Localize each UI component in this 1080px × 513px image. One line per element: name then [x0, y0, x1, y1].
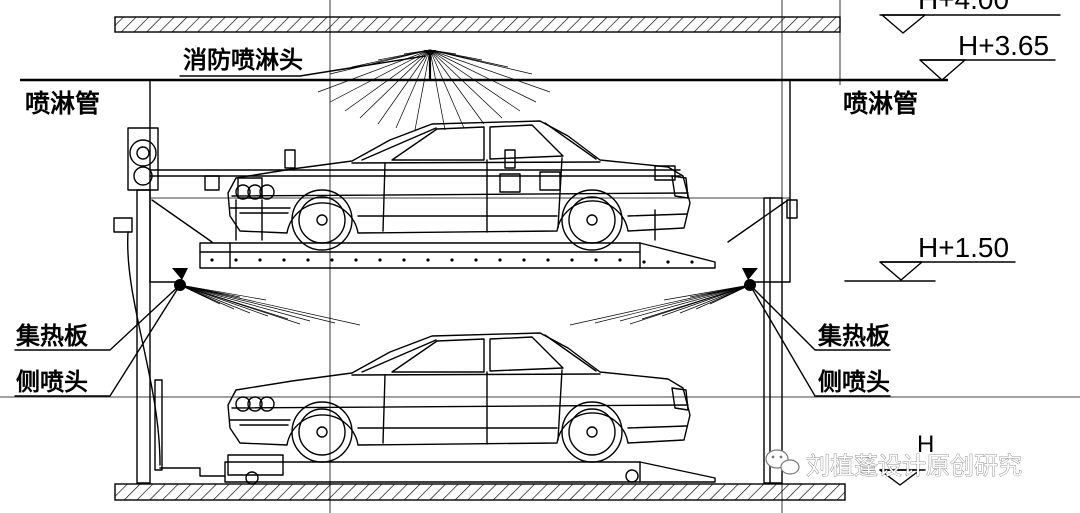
- platform-bolt: [282, 258, 286, 262]
- platform-bolt: [546, 258, 550, 262]
- heat-collector-label-right: 集热板: [817, 322, 891, 350]
- platform-bolt: [210, 258, 214, 262]
- platform-bolt: [234, 258, 238, 262]
- spray-line: [721, 284, 751, 299]
- platform-bolt: [330, 258, 334, 262]
- spray-line: [429, 49, 465, 129]
- platform-bolt: [618, 258, 622, 262]
- platform-bolt: [426, 258, 430, 262]
- heat-collector-label-left: 集热板: [15, 322, 89, 350]
- side-sprinkler-left-spray: [179, 284, 361, 326]
- spray-line: [395, 49, 431, 129]
- upper-lift-mechanism: [149, 149, 681, 241]
- spray-line: [663, 284, 751, 301]
- platform-bolt: [498, 258, 502, 262]
- lower-car: [227, 332, 691, 463]
- platform-bolt: [666, 260, 670, 264]
- spray-line: [344, 49, 431, 112]
- watermark-text: 刘植蓬设计原创研究: [806, 452, 1022, 480]
- spray-line: [329, 49, 431, 103]
- spray-line: [429, 49, 503, 119]
- spray-line: [179, 284, 223, 295]
- leader-lines: [14, 55, 891, 397]
- fire-sprinkler-head-label: 消防喷淋头: [183, 46, 303, 74]
- spray-line: [179, 284, 301, 325]
- ceiling-slab: [114, 16, 841, 33]
- watermark: 刘植蓬设计原创研究: [765, 449, 1022, 480]
- spray-line: [429, 49, 521, 112]
- right-post: [763, 197, 783, 484]
- spray-line: [403, 49, 431, 55]
- platform-bolt: [570, 258, 574, 262]
- elevation-ceiling-label: H+3.65: [958, 30, 1049, 61]
- platform-bolt: [258, 258, 262, 262]
- spray-line: [707, 284, 751, 295]
- platform-bolt: [450, 258, 454, 262]
- platform-bolt: [402, 258, 406, 262]
- spray-line: [179, 284, 251, 314]
- elevation-marker-ceiling: H+3.65: [919, 30, 1056, 81]
- platform-bolt: [378, 258, 382, 262]
- spray-line: [429, 49, 551, 93]
- spray-line: [377, 49, 431, 125]
- sprinkler-pipe-label-right: 喷淋管: [843, 89, 918, 118]
- platform-bolt: [306, 258, 310, 262]
- wechat-icon: [765, 449, 800, 475]
- spray-line: [329, 49, 431, 75]
- elevation-top-label: H+4.00: [918, 0, 1009, 15]
- floor-slab: [114, 483, 846, 501]
- spray-line: [179, 284, 336, 324]
- platform-bolt: [642, 260, 646, 264]
- upper-platform: [199, 242, 716, 269]
- side-sprinkler-label-right: 侧喷头: [818, 368, 890, 396]
- lower-platform: [224, 454, 716, 485]
- spray-line: [661, 284, 751, 317]
- spray-line: [594, 284, 751, 324]
- spray-line: [429, 49, 537, 103]
- spray-line: [179, 284, 209, 299]
- spray-line: [619, 284, 751, 322]
- elevation-marker-top: H+4.00: [879, 0, 1061, 34]
- fire-sprinkler-spray: [317, 49, 551, 131]
- spray-line: [359, 49, 431, 119]
- side-sprinkler-right: [569, 268, 758, 326]
- elevation-marker-upper-deck: H+1.50: [844, 232, 1016, 282]
- sprinkler-pipe-label-left: 喷淋管: [25, 89, 100, 118]
- platform-bolt: [690, 260, 694, 264]
- platform-bolt: [594, 258, 598, 262]
- elevation-marker-ground: H: [879, 431, 934, 486]
- side-sprinkler-label-left: 侧喷头: [16, 368, 88, 396]
- side-sprinkler-right-spray: [569, 284, 751, 326]
- platform-bolt: [522, 258, 526, 262]
- side-sprinkler-left: [172, 268, 361, 326]
- upper-car: [227, 120, 691, 251]
- spray-line: [414, 49, 431, 131]
- fire-sprinkler-head: [317, 49, 551, 131]
- spray-line: [429, 49, 446, 131]
- spray-line: [317, 49, 431, 93]
- elevation-upper-deck-label: H+1.50: [918, 232, 1009, 263]
- platform-bolt: [354, 258, 358, 262]
- spray-line: [429, 49, 485, 125]
- spray-line: [179, 284, 311, 322]
- spray-line: [679, 284, 751, 314]
- spray-line: [179, 284, 267, 301]
- spray-line: [429, 49, 533, 75]
- spray-line: [629, 284, 751, 325]
- left-post: [113, 127, 226, 484]
- spray-line: [179, 284, 269, 317]
- elevation-ground-label: H: [917, 431, 934, 458]
- platform-bolt: [474, 258, 478, 262]
